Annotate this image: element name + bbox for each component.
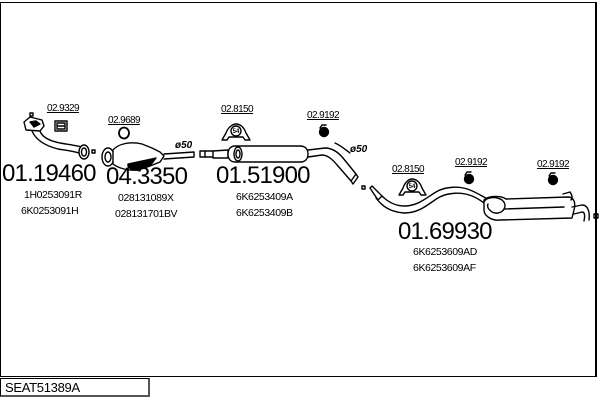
oem-reference: 028131701BV bbox=[115, 208, 178, 220]
diagram-code-box: SEAT51389A bbox=[0, 378, 150, 397]
mount-size-label: 54 bbox=[409, 184, 416, 190]
accessory-code: 02.9329 bbox=[47, 103, 80, 114]
front-pipe-drawing bbox=[23, 112, 96, 160]
rubber-hanger-icon bbox=[463, 171, 475, 185]
rubber-hanger-icon bbox=[547, 172, 559, 186]
diameter-label: ø50 bbox=[350, 144, 368, 155]
oem-reference: 1H0253091R bbox=[24, 189, 82, 201]
part-number: 01.69930 bbox=[398, 218, 493, 245]
oem-reference: 6K6253609AD bbox=[413, 246, 477, 258]
oem-reference: 6K6253409B bbox=[236, 207, 293, 219]
oem-reference: 6K6253609AF bbox=[413, 262, 476, 274]
accessory-code: 02.8150 bbox=[221, 104, 254, 115]
oem-reference: 028131089X bbox=[118, 192, 174, 204]
catalytic-converter-drawing bbox=[101, 142, 214, 171]
mount-icon bbox=[398, 178, 427, 196]
accessory-code: 02.9689 bbox=[108, 115, 141, 126]
part-number: 01.51900 bbox=[216, 162, 311, 189]
mount-icon bbox=[221, 123, 251, 141]
gasket-icon bbox=[54, 120, 68, 132]
diagram-frame bbox=[0, 2, 597, 377]
oem-reference: 6K6253409A bbox=[236, 191, 293, 203]
accessory-code: 02.9192 bbox=[455, 157, 488, 168]
ring-icon bbox=[118, 126, 130, 140]
diameter-label: ø50 bbox=[175, 140, 193, 151]
accessory-code: 02.9192 bbox=[537, 159, 570, 170]
part-number: 01.19460 bbox=[2, 160, 97, 187]
accessory-code: 02.8150 bbox=[392, 164, 425, 175]
accessory-code: 02.9192 bbox=[307, 110, 340, 121]
mount-size-label: 54 bbox=[233, 129, 240, 135]
oem-reference: 6K0253091H bbox=[21, 205, 79, 217]
part-number: 04.3350 bbox=[106, 163, 188, 190]
middle-silencer-drawing bbox=[212, 142, 366, 190]
rear-silencer-drawing bbox=[369, 185, 599, 222]
rubber-hanger-icon bbox=[318, 124, 330, 138]
diagram-code: SEAT51389A bbox=[5, 380, 80, 395]
